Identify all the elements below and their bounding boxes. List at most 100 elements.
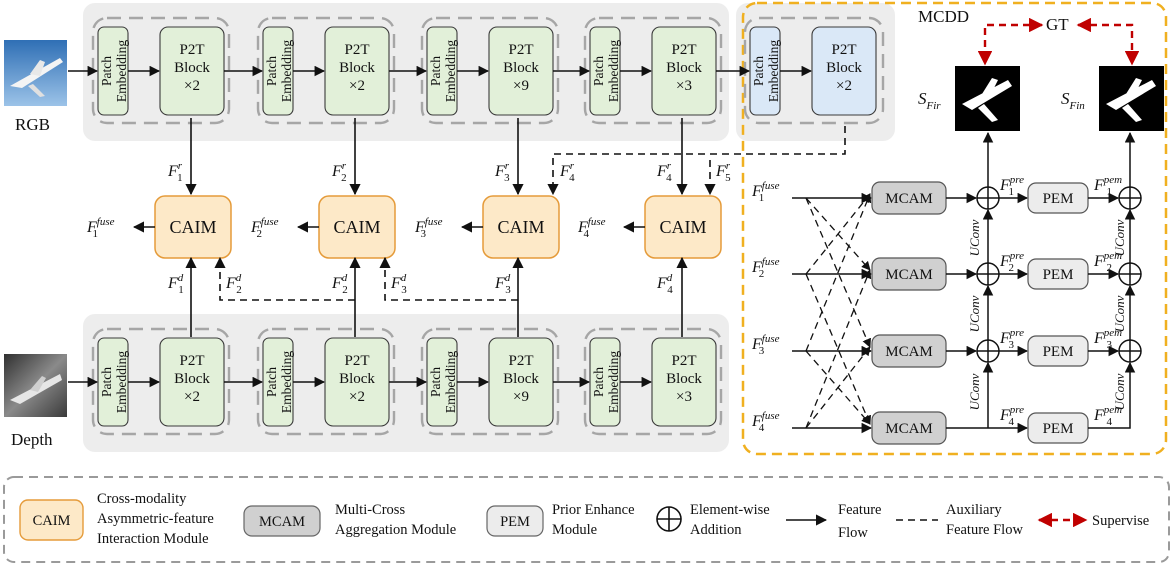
- legend-add-icon: [656, 506, 682, 532]
- depth-patch-embedding-label-4: PatchEmbedding: [591, 351, 621, 413]
- mcam-module-label-4: MCAM: [885, 421, 933, 437]
- legend-mcam-desc-1: Multi-Cross: [335, 502, 405, 518]
- rgb-p2t-block-4-line-1: P2T: [671, 42, 696, 58]
- rgb-patch-embedding-label-2: PatchEmbedding: [264, 40, 294, 102]
- rgb-p2t-block-5-line-2: Block: [826, 60, 862, 76]
- supervise-s-fin: [1076, 17, 1140, 66]
- depth-patch-embedding-label-1: PatchEmbedding: [99, 351, 129, 413]
- mcdd-cross-aux-5: [805, 193, 872, 352]
- caim-module-label-1: CAIM: [169, 217, 216, 237]
- legend-mcam-desc-2: Aggregation Module: [335, 522, 456, 538]
- legend-pem-desc-2: Module: [552, 522, 597, 538]
- rgb-patch-embedding-label-4: PatchEmbedding: [591, 40, 621, 102]
- rgb-label: RGB: [15, 115, 50, 134]
- rgb-p2t-block-5-line-3: ×2: [836, 78, 852, 94]
- legend-pem-desc-1: Prior Enhance: [552, 502, 635, 518]
- legend-mcam-box: [243, 505, 321, 537]
- depth-encoder-panel: [83, 314, 729, 452]
- mcdd-cross-aux-8: [805, 346, 871, 429]
- legend-caim-box: [19, 499, 84, 541]
- rgb-patch-embedding-label-3: PatchEmbedding: [428, 40, 458, 102]
- gt-label: GT: [1046, 15, 1069, 34]
- mcdd-cross-aux-2: [805, 197, 871, 348]
- pem-module-label-3: PEM: [1043, 344, 1074, 360]
- rgb-p2t-block-5: [811, 26, 877, 116]
- aux-flow-f4r: [547, 126, 846, 196]
- pem-out-arrow-4: [1088, 361, 1136, 429]
- legend-pem-box-label: PEM: [500, 514, 530, 530]
- depth-patch-embedding-label-2: PatchEmbedding: [264, 351, 294, 413]
- uconv-label-left-2: UConv: [967, 295, 982, 332]
- mcdd-cross-aux-3: [805, 193, 871, 275]
- legend-add-desc-2: Addition: [690, 522, 742, 538]
- depth-p2t-block-2-line-3: ×2: [349, 389, 365, 405]
- s-fir-saliency-map: [955, 66, 1020, 131]
- depth-patch-embedding-label-3: PatchEmbedding: [428, 351, 458, 413]
- aux-flow-f2d: [214, 256, 355, 301]
- legend-aux-desc-1: Auxiliary: [946, 502, 1002, 518]
- caim-module-label-4: CAIM: [659, 217, 706, 237]
- depth-p2t-block-2-line-1: P2T: [344, 353, 369, 369]
- uconv-label-left-3: UConv: [967, 373, 982, 410]
- legend-flow-desc-1: Feature: [838, 502, 881, 518]
- uconv-label-right-2: UConv: [1112, 295, 1127, 332]
- legend: CAIM Cross-modality Asymmetric-feature I…: [19, 491, 1149, 547]
- mcam-module-label-1: MCAM: [885, 191, 933, 207]
- depth-p2t-block-3-line-1: P2T: [508, 353, 533, 369]
- depth-p2t-block-4-line-1: P2T: [671, 353, 696, 369]
- legend-flow-desc-2: Flow: [838, 525, 868, 541]
- legend-pem-box: [486, 505, 544, 537]
- caim-module-label-2: CAIM: [333, 217, 380, 237]
- rgb-p2t-block-1-line-3: ×2: [184, 78, 200, 94]
- rgb-p2t-block-1-line-2: Block: [174, 60, 210, 76]
- s-fin-label: SFin: [1061, 89, 1085, 112]
- s-fir-label: SFir: [918, 89, 941, 112]
- depth-p2t-block-4-line-3: ×3: [676, 389, 692, 405]
- mcdd-title: MCDD: [918, 7, 969, 26]
- rgb-p2t-block-3-line-2: Block: [503, 60, 539, 76]
- pem-module-label-4: PEM: [1043, 421, 1074, 437]
- rgb-p2t-block-2-line-1: P2T: [344, 42, 369, 58]
- rgb-encoder: PatchEmbedding P2T Block ×2 PatchEmbedding P2…: [68, 16, 885, 125]
- legend-aux-desc-2: Feature Flow: [946, 522, 1023, 538]
- mcdd-cross-aux-7: [805, 269, 872, 429]
- legend-mcam-box-label: MCAM: [259, 514, 305, 530]
- rgb-p2t-block-4-line-3: ×3: [676, 78, 692, 94]
- rgb-patch-embedding-label-1: PatchEmbedding: [99, 40, 129, 102]
- uconv-label-right-1: UConv: [1112, 219, 1127, 256]
- rgb-patch-embedding-label-5: PatchEmbedding: [751, 40, 781, 102]
- supervise-s-fir: [977, 17, 1044, 66]
- rgb-p2t-block-2-line-2: Block: [339, 60, 375, 76]
- uconv-label-right-3: UConv: [1112, 373, 1127, 410]
- rgb-p2t-block-3-line-1: P2T: [508, 42, 533, 58]
- depth-p2t-block-3-line-3: ×9: [513, 389, 529, 405]
- depth-p2t-block-1-line-3: ×2: [184, 389, 200, 405]
- depth-p2t-block-1-line-1: P2T: [179, 353, 204, 369]
- rgb-encoder-panel: [83, 3, 729, 141]
- rgb-input-image: [4, 40, 67, 106]
- rgb-p2t-block-4-line-2: Block: [666, 60, 702, 76]
